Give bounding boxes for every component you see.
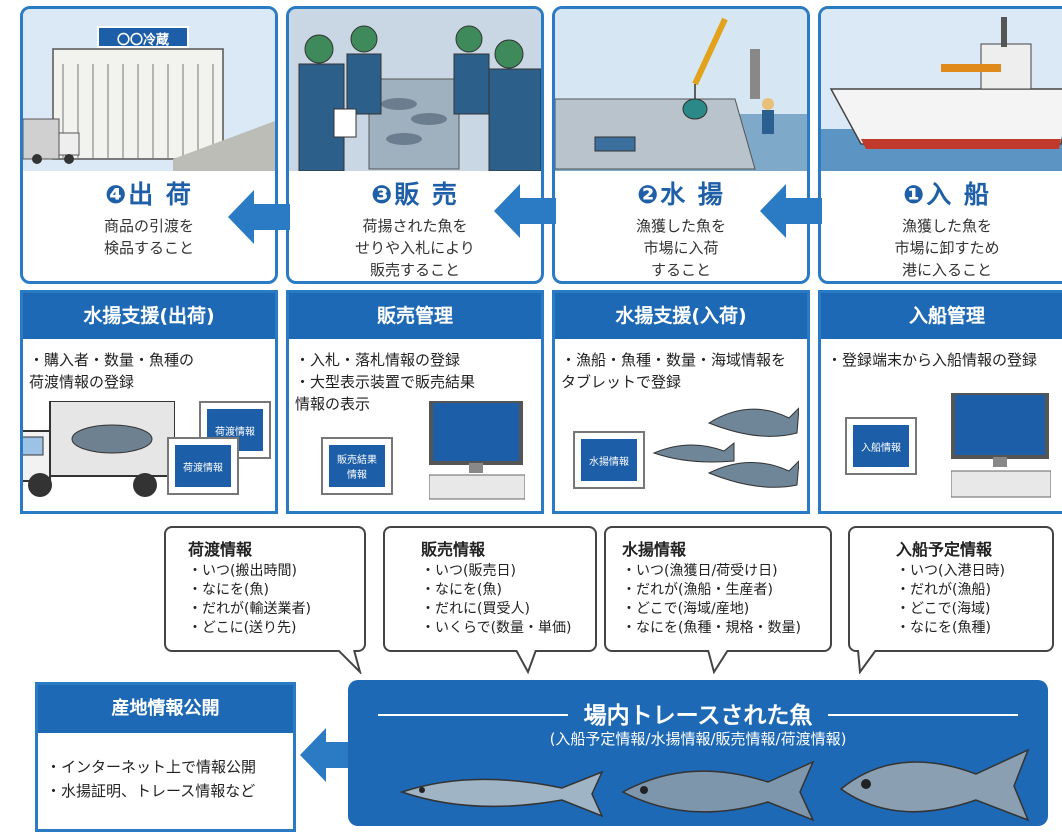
system-heading: 水揚支援(入荷) <box>555 293 807 339</box>
fish-icon <box>652 407 799 488</box>
tablet-icon: 入船情報 <box>845 417 917 475</box>
callout-item: ・いくらで(数量・単価) <box>421 620 572 636</box>
stage-description: 漁獲した魚を 市場に入荷 すること <box>635 217 726 279</box>
callout-pointer <box>707 650 729 674</box>
system-heading: 販売管理 <box>289 293 541 339</box>
stage-panel-arrival: ❶入 船 漁獲した魚を 市場に卸すため 港に入ること <box>818 6 1062 284</box>
callout-item: ・なにを(魚種) <box>896 620 991 636</box>
monitor-icon <box>951 393 1051 498</box>
callout-title: 水揚情報 <box>622 540 687 559</box>
callout-title: 販売情報 <box>421 540 486 559</box>
landing-illustration <box>555 9 807 171</box>
callout-item: ・いつ(入港日時) <box>896 563 1005 579</box>
stage-panel-shipping: 〇〇冷蔵 ❹出 荷 商品の引渡を 検品すること <box>20 6 278 284</box>
callout-item: ・だれが(漁船) <box>896 582 991 598</box>
callout-arrival-schedule-info: 入船予定情報 ・いつ(入港日時) ・だれが(漁船) ・どこで(海域) ・なにを(… <box>848 526 1054 652</box>
callout-pointer <box>516 650 537 674</box>
callout-item: ・どこに(送り先) <box>188 620 297 636</box>
origin-info-item: ・水揚証明、トレース情報など <box>46 782 256 800</box>
callout-pointer <box>857 650 877 674</box>
callout-item: ・だれが(輸送業者) <box>188 601 311 617</box>
callout-title: 入船予定情報 <box>896 540 993 559</box>
origin-info-item: ・インターネット上で情報公開 <box>46 758 257 776</box>
warehouse-illustration <box>23 9 275 171</box>
system-panel-shipping-support: 水揚支援(出荷) ・購入者・数量・魚種の 荷渡情報の登録 荷渡情報 荷渡情報 <box>20 290 278 514</box>
left-arrow-icon <box>228 190 290 244</box>
auction-illustration <box>289 9 541 171</box>
divider <box>828 714 1018 716</box>
stage-title: ❸販 売 <box>371 180 459 209</box>
warehouse-sign: 〇〇冷蔵 <box>116 33 169 48</box>
ship-illustration <box>821 9 1062 171</box>
system-panel-sales-management: 販売管理 ・入札・落札情報の登録 ・大型表示装置で販売結果 情報の表示 販売結果… <box>286 290 544 514</box>
tablet-icon: 水揚情報 <box>573 431 645 489</box>
traced-fish-title: 場内トレースされた魚 <box>583 703 813 729</box>
stage-description: 荷揚された魚を せりや入札により 販売すること <box>355 217 475 279</box>
stage-panel-sales: ❸販 売 荷揚された魚を せりや入札により 販売すること <box>286 6 544 284</box>
callout-item: ・なにを(魚) <box>188 582 269 598</box>
origin-info-heading: 産地情報公開 <box>38 685 293 733</box>
left-arrow-icon <box>760 184 822 238</box>
fish-icon <box>839 748 1030 822</box>
callout-item: ・なにを(魚) <box>421 582 502 598</box>
stage-title: ❷水 揚 <box>637 180 725 209</box>
fish-icon <box>399 770 604 818</box>
callout-item: ・だれが(漁船・生産者) <box>622 582 773 598</box>
system-heading: 入船管理 <box>821 293 1062 339</box>
callout-landing-info: 水揚情報 ・いつ(漁獲日/荷受け日) ・だれが(漁船・生産者) ・どこで(海域/… <box>604 526 832 652</box>
callout-item: ・どこで(海域) <box>896 601 991 617</box>
callout-item: ・だれに(買受人) <box>421 601 530 617</box>
callout-pointer <box>338 650 362 674</box>
system-description: ・入札・落札情報の登録 ・大型表示装置で販売結果 情報の表示 <box>295 351 476 413</box>
callout-item: ・いつ(販売日) <box>421 563 516 579</box>
tablet-icon: 荷渡情報 <box>167 437 239 495</box>
stage-panel-landing: ❷水 揚 漁獲した魚を 市場に入荷 すること <box>552 6 810 284</box>
system-description: ・登録端末から入船情報の登録 <box>827 351 1038 369</box>
callout-item: ・どこで(海域/産地) <box>622 601 750 617</box>
left-arrow-icon <box>494 184 556 238</box>
left-arrow-icon <box>300 728 358 782</box>
traced-fish-banner: 場内トレースされた魚 (入船予定情報/水揚情報/販売情報/荷渡情報) <box>348 680 1048 826</box>
system-description: ・購入者・数量・魚種の 荷渡情報の登録 <box>29 351 195 391</box>
truck-icon <box>23 401 175 497</box>
stage-title: ❹出 荷 <box>105 180 193 209</box>
callout-title: 荷渡情報 <box>188 540 253 559</box>
divider <box>378 714 568 716</box>
system-heading: 水揚支援(出荷) <box>23 293 275 339</box>
stage-title: ❶入 船 <box>903 180 991 209</box>
stage-description: 商品の引渡を 検品すること <box>103 217 194 257</box>
system-panel-landing-support: 水揚支援(入荷) ・漁船・魚種・数量・海域情報を タブレットで登録 水揚情報 <box>552 290 810 514</box>
callout-item: ・いつ(搬出時間) <box>188 563 297 579</box>
callout-sales-info: 販売情報 ・いつ(販売日) ・なにを(魚) ・だれに(買受人) ・いくらで(数量… <box>383 526 597 652</box>
traced-fish-subtitle: (入船予定情報/水揚情報/販売情報/荷渡情報) <box>549 730 847 748</box>
stage-description: 漁獲した魚を 市場に卸すため 港に入ること <box>894 217 1000 279</box>
system-description: ・漁船・魚種・数量・海域情報を タブレットで登録 <box>561 351 787 391</box>
callout-item: ・なにを(魚種・規格・数量) <box>622 620 801 636</box>
callout-item: ・いつ(漁獲日/荷受け日) <box>622 563 778 579</box>
fish-icon <box>621 760 815 822</box>
monitor-icon <box>429 401 525 500</box>
tablet-icon: 販売結果 情報 <box>321 437 393 495</box>
system-panel-arrival-management: 入船管理 ・登録端末から入船情報の登録 入船情報 <box>818 290 1062 514</box>
callout-delivery-info: 荷渡情報 ・いつ(搬出時間) ・なにを(魚) ・だれが(輸送業者) ・どこに(送… <box>164 526 366 652</box>
origin-info-panel: 産地情報公開 ・インターネット上で情報公開 ・水揚証明、トレース情報など <box>35 682 296 832</box>
